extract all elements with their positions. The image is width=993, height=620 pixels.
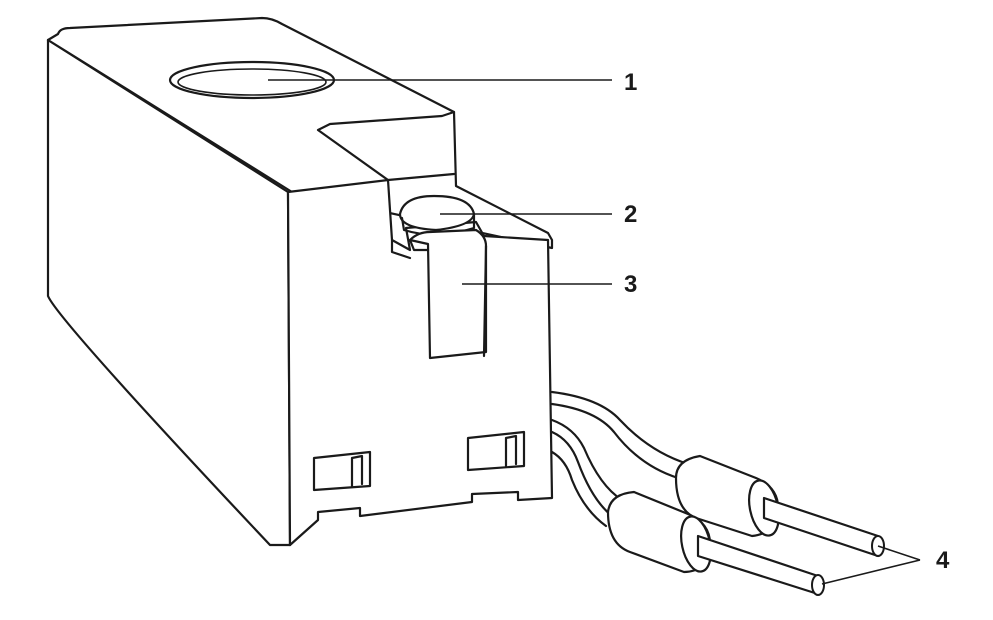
front-window-right-inner: [504, 434, 518, 468]
ferrule-upper-pin: [762, 496, 883, 558]
front-window-left-inner: [350, 454, 364, 488]
leader-line-4b: [821, 559, 921, 585]
housing-side-face: [46, 38, 292, 547]
front-window-right: [466, 430, 526, 472]
wire-upper-outline: [550, 390, 690, 480]
callout-3: 3: [624, 271, 637, 298]
wire-lower-outline-2: [550, 450, 608, 528]
leader-line-4a: [877, 545, 921, 561]
front-window-left: [312, 450, 372, 492]
callout-2: 2: [624, 201, 637, 228]
dome-button: [398, 194, 476, 232]
top-slot-recess: [316, 110, 456, 182]
callout-1: 1: [624, 69, 637, 96]
top-hole-inner: [177, 68, 327, 96]
ferrule-lower-pin-tip: [811, 574, 825, 596]
front-step-edge: [390, 238, 412, 260]
wire-lower-outline: [550, 418, 624, 518]
contact-tab-side: [408, 238, 488, 358]
callout-4: 4: [936, 547, 950, 574]
ferrule-lower-pin: [696, 534, 823, 596]
